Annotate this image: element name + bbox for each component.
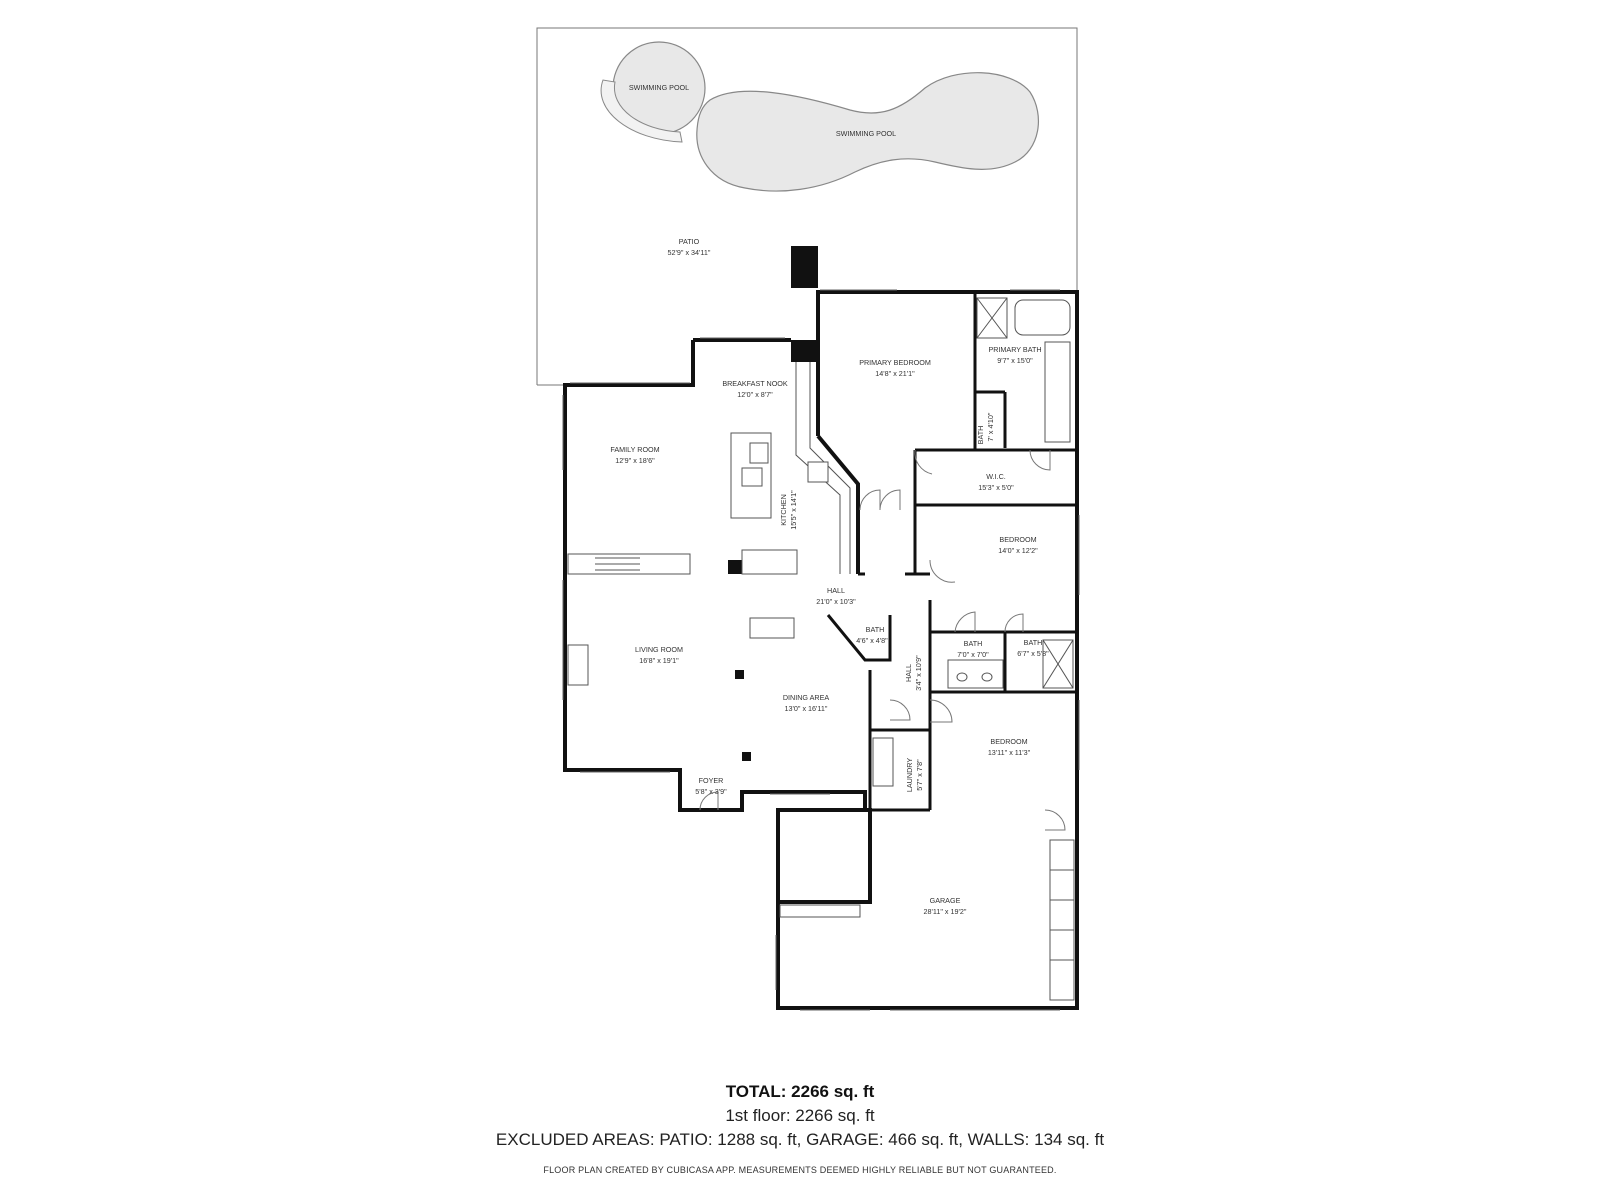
large-pool: [696, 72, 1039, 192]
pools: [600, 41, 1039, 192]
foyer-label: FOYER: [699, 776, 724, 785]
wic-dims: 15'3" x 5'0": [978, 483, 1014, 492]
chimneys: [728, 246, 818, 761]
large-pool-label: SWIMMING POOL: [836, 129, 896, 138]
primary-bedroom-label: PRIMARY BEDROOM: [859, 358, 931, 367]
hall-side-dims: 3'4" x 10'9": [914, 655, 923, 691]
primary-bedroom-dims: 14'8" x 21'1": [875, 369, 915, 378]
laundry-dims: 5'7" x 7'8": [915, 759, 924, 791]
hall-side-label: HALL: [904, 664, 913, 682]
foyer-dims: 5'8" x 3'9": [695, 787, 727, 796]
wic-label: W.I.C.: [986, 472, 1006, 481]
dining-area-label: DINING AREA: [783, 693, 830, 702]
breakfast-nook-label: BREAKFAST NOOK: [722, 379, 788, 388]
bath-3-label: BATH: [1024, 638, 1043, 647]
excluded-areas: EXCLUDED AREAS: PATIO: 1288 sq. ft, GARA…: [495, 1130, 1105, 1149]
living-room-dims: 16'8" x 19'1": [639, 656, 679, 665]
bedroom-1-label: BEDROOM: [999, 535, 1036, 544]
breakfast-nook-dims: 12'0" x 8'7": [737, 390, 773, 399]
windows: [562, 289, 1080, 1011]
hall-main-label: HALL: [827, 586, 845, 595]
doors: [699, 449, 1066, 831]
hall-main-dims: 21'0" x 10'3": [816, 597, 856, 606]
floor-area: 1st floor: 2266 sq. ft: [725, 1106, 875, 1125]
primary-bath-label: PRIMARY BATH: [988, 345, 1041, 354]
living-room-label: LIVING ROOM: [635, 645, 683, 654]
bath-2-dims: 7'0" x 7'0": [957, 650, 989, 659]
patio-area: [536, 27, 1078, 386]
bathtub: [1014, 299, 1071, 336]
garage-dims: 28'11" x 19'2": [924, 907, 967, 916]
interior-walls: [826, 292, 1077, 812]
total-area: TOTAL: 2266 sq. ft: [725, 1082, 875, 1101]
bedroom-1-dims: 14'0" x 12'2": [998, 546, 1038, 555]
laundry-label: LAUNDRY: [905, 758, 914, 792]
family-room-dims: 12'9" x 18'6": [615, 456, 655, 465]
primary-bath-dims: 9'7" x 15'0": [997, 356, 1033, 365]
small-pool-steps: [600, 79, 683, 143]
kitchen-label: KITCHEN: [779, 494, 788, 526]
bath-3-dims: 6'7" x 5'8": [1017, 649, 1049, 658]
dining-table: [749, 617, 795, 639]
credit-note: FLOOR PLAN CREATED BY CUBICASA APP. MEAS…: [543, 1165, 1057, 1175]
bath-small-label: BATH: [976, 426, 985, 445]
room-labels: SWIMMING POOL SWIMMING POOL PATIO 52'9" …: [610, 83, 1049, 916]
bath-small-dims: 7' x 4'10": [986, 412, 995, 441]
dining-area-dims: 13'0" x 16'11": [785, 704, 828, 713]
bedroom-2-dims: 13'11" x 11'3": [988, 748, 1031, 757]
fixtures: [567, 297, 1075, 1001]
bedroom-2-label: BEDROOM: [990, 737, 1027, 746]
bath-2-label: BATH: [964, 639, 983, 648]
patio-label: PATIO: [679, 237, 700, 246]
exterior-walls: [563, 290, 1079, 1010]
bath-hall-label: BATH: [866, 625, 885, 634]
kitchen-dims: 15'5" x 14'1": [789, 490, 798, 530]
bath-hall-dims: 4'6" x 4'8": [856, 636, 888, 645]
family-room-label: FAMILY ROOM: [610, 445, 659, 454]
small-pool-label: SWIMMING POOL: [629, 83, 689, 92]
garage-label: GARAGE: [930, 896, 961, 905]
patio-dims: 52'9" x 34'11": [668, 248, 711, 257]
